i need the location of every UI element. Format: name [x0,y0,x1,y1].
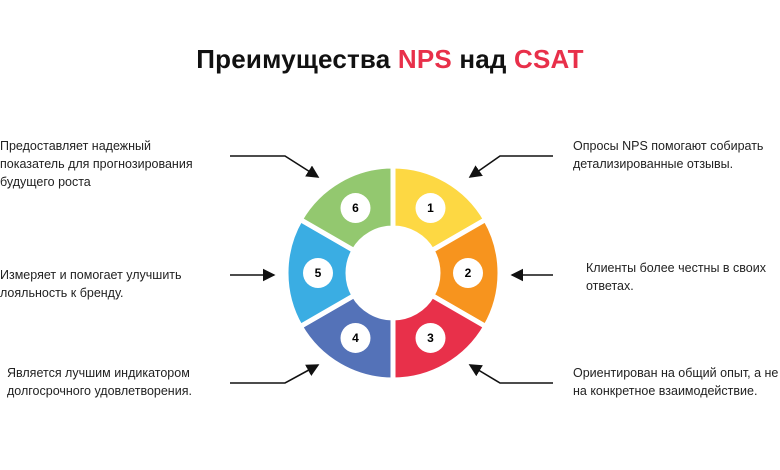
segment-number-5: 5 [315,266,322,280]
segment-badge-1 [415,193,446,224]
segment-badge-6 [340,193,371,224]
segment-badge-3 [415,322,446,353]
segment-badge-5 [303,258,333,288]
segment-number-6: 6 [352,201,359,215]
segment-number-3: 3 [427,331,434,345]
diagram-title: Преимущества NPS над CSAT [196,44,584,74]
arrow-3 [468,364,553,384]
title-csat: CSAT [514,44,584,74]
segment-number-4: 4 [352,331,359,345]
segment-number-1: 1 [427,201,434,215]
segment-number-2: 2 [465,266,472,280]
arrow-1 [468,155,553,178]
arrow-6 [230,155,320,178]
arrow-4 [230,364,320,384]
segment-badge-2 [453,258,483,288]
segment-badge-4 [340,322,371,353]
title-nps: NPS [397,44,452,74]
